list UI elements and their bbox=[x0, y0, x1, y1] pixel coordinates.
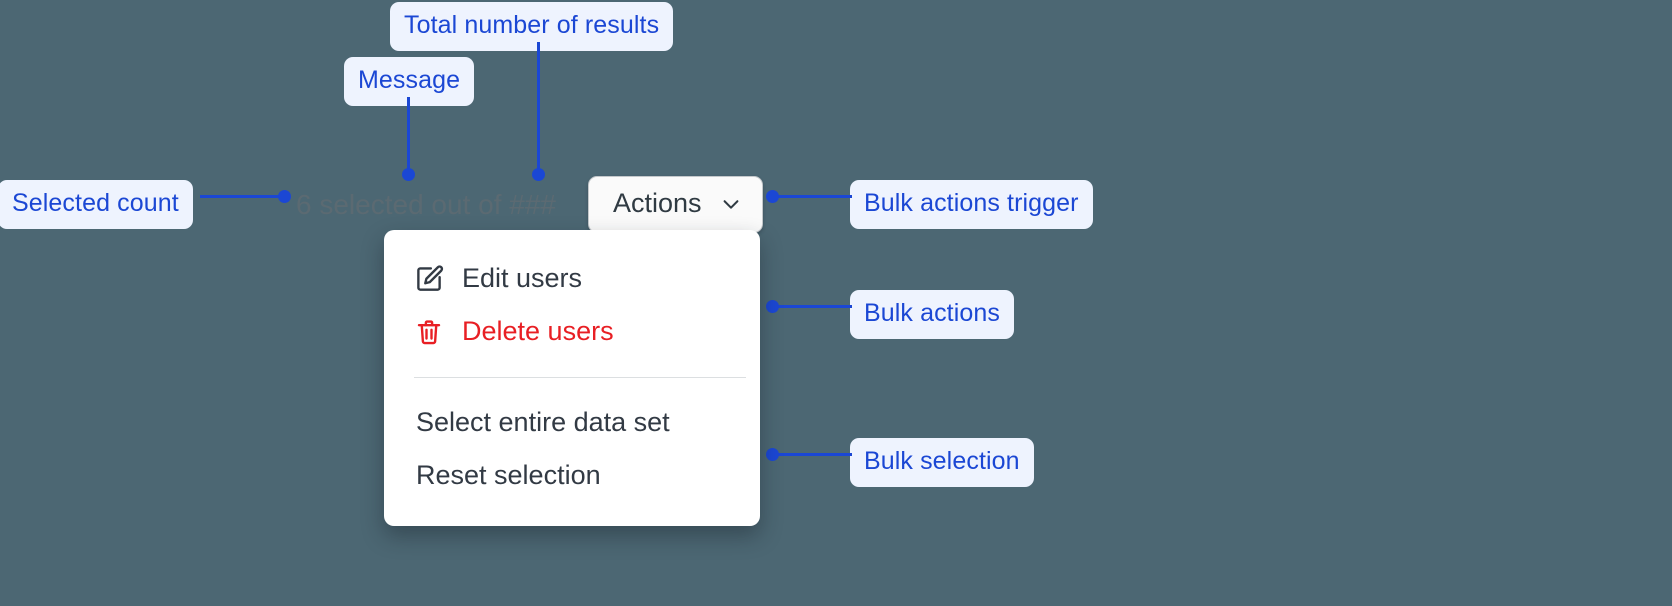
menu-item-label: Reset selection bbox=[416, 460, 601, 491]
connector-dot-selected-count bbox=[278, 190, 291, 203]
menu-item-delete-users[interactable]: Delete users bbox=[384, 305, 760, 358]
bulk-actions-dropdown-menu: Edit users Delete users Select entire da… bbox=[384, 230, 760, 527]
connector-line-bulk-actions-trigger bbox=[770, 195, 852, 198]
callout-label: Total number of results bbox=[404, 11, 660, 39]
menu-item-label: Edit users bbox=[462, 263, 583, 293]
connector-line-total-results bbox=[537, 42, 540, 172]
connector-line-message bbox=[407, 97, 410, 172]
connector-dot-message bbox=[402, 168, 415, 181]
menu-item-select-entire-data-set[interactable]: Select entire data set bbox=[384, 396, 760, 449]
connector-dot-bulk-actions bbox=[766, 300, 779, 313]
callout-selected-count: Selected count bbox=[0, 180, 193, 229]
callout-label: Message bbox=[358, 66, 461, 94]
menu-item-label: Select entire data set bbox=[416, 407, 670, 438]
callout-label: Bulk selection bbox=[864, 447, 1020, 475]
callout-total-number-of-results: Total number of results bbox=[390, 2, 674, 51]
callout-label: Bulk actions bbox=[864, 299, 1000, 327]
connector-line-selected-count bbox=[200, 195, 285, 198]
bulk-actions-trigger-button[interactable]: Actions bbox=[587, 176, 763, 233]
trash-icon bbox=[414, 317, 444, 347]
callout-label: Selected count bbox=[12, 189, 179, 217]
actions-button-label: Actions bbox=[612, 188, 702, 218]
connector-line-bulk-selection bbox=[770, 453, 852, 456]
callout-bulk-actions-trigger: Bulk actions trigger bbox=[850, 180, 1093, 229]
menu-item-edit-users[interactable]: Edit users bbox=[384, 252, 760, 305]
connector-dot-bulk-selection bbox=[766, 448, 779, 461]
connector-line-bulk-actions bbox=[770, 305, 852, 308]
menu-item-label: Delete users bbox=[462, 316, 614, 347]
selection-message-text: 6 selected out of ### bbox=[296, 188, 556, 220]
menu-item-reset-selection[interactable]: Reset selection bbox=[384, 449, 760, 502]
edit-pencil-square-icon bbox=[414, 264, 444, 294]
connector-dot-bulk-actions-trigger bbox=[766, 190, 779, 203]
callout-bulk-selection: Bulk selection bbox=[850, 438, 1034, 487]
chevron-down-icon bbox=[720, 193, 742, 215]
selection-bar: 6 selected out of ### Actions bbox=[296, 176, 763, 233]
connector-dot-total-results bbox=[532, 168, 545, 181]
callout-bulk-actions: Bulk actions bbox=[850, 290, 1014, 339]
callout-label: Bulk actions trigger bbox=[864, 189, 1079, 217]
menu-separator bbox=[414, 377, 746, 379]
